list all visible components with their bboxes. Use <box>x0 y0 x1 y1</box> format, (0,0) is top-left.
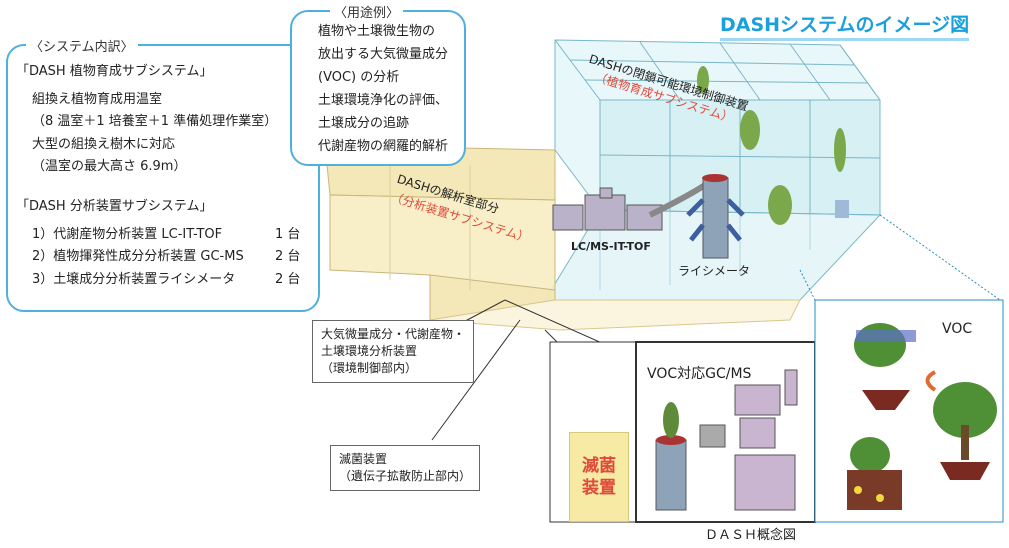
sterilizer-text: 装置 <box>582 478 616 498</box>
analyzer-item: 1）代謝産物分析装置 LC-IT-TOF <box>32 227 223 242</box>
inset-lysimeter <box>655 402 687 511</box>
usage-line: 代謝産物の網羅的解析 <box>318 139 449 154</box>
usage-line: 植物や土壌微生物の <box>318 24 436 39</box>
callout-line: 大気微量成分・代謝産物・ <box>321 327 466 341</box>
analyzer-count: 1 台 <box>275 227 301 242</box>
gcms-label: VOC対応GC/MS <box>647 366 752 382</box>
voc-plants <box>847 323 997 510</box>
lcms-instrument <box>552 182 707 231</box>
analyzer-item: 2）植物揮発性成分分析装置 GC-MS <box>32 249 244 264</box>
figure-caption: ＤＡＳＨ概念図 <box>705 528 797 543</box>
usage-line: 放出する大気微量成分 <box>318 47 449 62</box>
sterilizer-text: 滅菌 <box>582 456 616 476</box>
sterilizer-box: 滅菌 装置 <box>569 432 629 522</box>
usage-line: 土壌成分の追跡 <box>318 116 410 131</box>
callout-line: （遺伝子拡散防止部内） <box>339 469 472 483</box>
subsystem1-line: 組換え植物育成用温室 <box>32 92 163 107</box>
system-breakdown-heading: 〈システム内訳〉 <box>26 36 138 55</box>
lysimeter <box>686 174 745 259</box>
lysimeter-label: ライシメータ <box>678 264 751 278</box>
page-title: DASHシステムのイメージ図 <box>720 10 970 41</box>
gcms-equipment <box>699 369 798 511</box>
voc-label: VOC <box>942 321 973 337</box>
analyzer-item: 3）土壌成分分析装置ライシメータ <box>32 272 236 287</box>
callout-line: 土壌環境分析装置 <box>321 344 418 358</box>
greenhouse-plants <box>697 66 849 225</box>
system-breakdown-panel <box>6 44 320 312</box>
usage-examples-heading: 〈用途例〉 <box>330 2 404 21</box>
subsystem1-line: （温室の最大高さ 6.9m） <box>32 159 187 174</box>
usage-line: 土壌環境浄化の評価、 <box>318 93 449 108</box>
lcms-label: LC/MS-IT-TOF <box>571 240 651 253</box>
usage-examples-panel <box>290 10 466 166</box>
subsystem2-title: 「DASH 分析装置サブシステム」 <box>16 199 213 214</box>
subsystem1-title: 「DASH 植物育成サブシステム」 <box>16 64 213 79</box>
subsystem1-line: （8 温室＋1 培養室＋1 準備処理作業室） <box>32 114 278 129</box>
callout-line: 滅菌装置 <box>339 452 388 466</box>
usage-line: (VOC) の分析 <box>318 70 400 85</box>
sterilizer-callout: 滅菌装置 （遺伝子拡散防止部内） <box>330 445 481 491</box>
callout-line: （環境制御部内） <box>321 361 418 375</box>
analyzer-count: 2 台 <box>275 249 301 264</box>
env-analyzer-callout: 大気微量成分・代謝産物・ 土壌環境分析装置 （環境制御部内） <box>312 320 475 383</box>
subsystem1-line: 大型の組換え樹木に対応 <box>32 137 176 152</box>
analyzer-count: 2 台 <box>275 272 301 287</box>
